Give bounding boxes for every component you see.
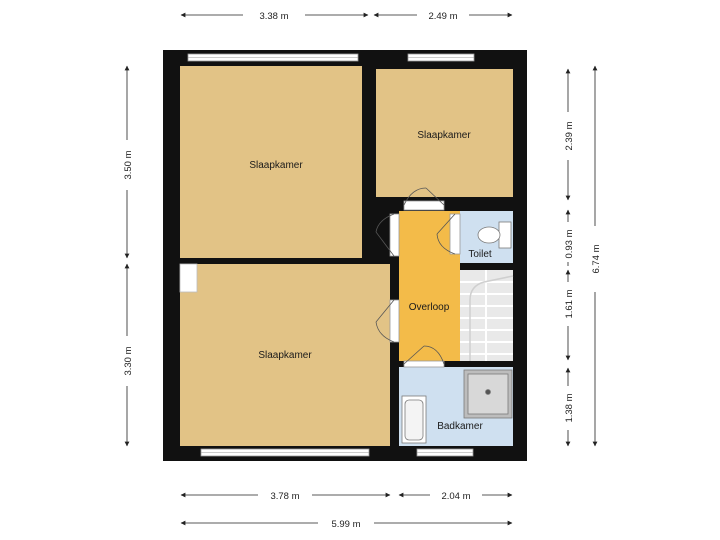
stair-railing [469, 275, 514, 361]
dimension-left-lower: 3.30 m [123, 346, 134, 375]
dimension-top-left: 3.38 m [259, 11, 288, 22]
dimension-right-3: 1.61 m [564, 289, 575, 318]
dimension-right-2: 0.93 m [564, 229, 575, 258]
room-label-bedroom-2: Slaapkamer [417, 130, 471, 141]
column [179, 263, 198, 293]
room-label-landing: Overloop [409, 302, 450, 313]
dimension-bottom-total: 5.99 m [331, 519, 360, 530]
dimension-bottom-right: 2.04 m [441, 491, 470, 502]
room-label-bedroom-3: Slaapkamer [258, 350, 312, 361]
dimension-right-1: 2.39 m [564, 121, 575, 150]
bedroom-3-floor [180, 264, 390, 446]
room-label-toilet: Toilet [468, 249, 492, 260]
bedroom-1-floor [180, 66, 362, 258]
doors [375, 187, 461, 368]
dimension-right-4: 1.38 m [564, 393, 575, 422]
toilet-fixture [477, 221, 512, 249]
dimension-lines [124, 12, 598, 526]
room-label-bedroom-1: Slaapkamer [249, 160, 303, 171]
room-label-bathroom: Badkamer [437, 421, 483, 432]
dimension-top-right: 2.49 m [428, 11, 457, 22]
window-glass-lines [188, 57, 474, 453]
bedroom-2-floor [376, 69, 513, 197]
dimension-left-upper: 3.50 m [123, 150, 134, 179]
dimension-right-total: 6.74 m [591, 244, 602, 273]
dimension-bottom-left: 3.78 m [270, 491, 299, 502]
bathroom-fixtures [401, 369, 513, 444]
